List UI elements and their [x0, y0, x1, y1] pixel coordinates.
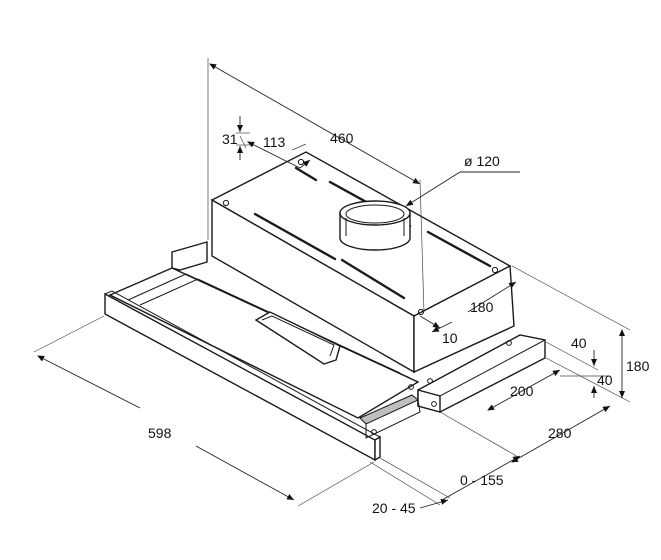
dim-10-label: 10 [442, 330, 458, 346]
dim-120-label: ø 120 [464, 153, 500, 169]
hood-body [104, 151, 546, 462]
top-slot-1 [253, 212, 337, 261]
dim-20-45-label: 20 - 45 [372, 500, 416, 516]
rail-screw-1 [371, 429, 377, 435]
dim-31-label: 31 [222, 131, 238, 147]
dim-40-top-label: 40 [571, 335, 587, 351]
rail-right-line [365, 399, 421, 439]
dim-180-depth-label: 180 [470, 299, 494, 315]
visor-front-end [374, 435, 381, 462]
top-slot-3 [340, 258, 406, 300]
screw-3 [491, 266, 499, 274]
dim-180-height-label: 180 [626, 358, 650, 374]
dim-460-label: 460 [330, 130, 354, 146]
screw-4 [417, 308, 425, 316]
dim-280-label: 280 [548, 425, 572, 441]
outlet-collar [339, 200, 411, 251]
dim-0-155-label: 0 - 155 [460, 472, 504, 488]
motor-box-right [413, 264, 515, 374]
rail-screw-3 [427, 378, 433, 384]
frame-left [171, 241, 208, 271]
screw-1 [222, 199, 230, 207]
visor-handle-inner [261, 315, 335, 357]
visor-top [108, 267, 420, 419]
dimension-labels: 460 113 31 ø 120 180 10 40 40 180 200 28… [148, 130, 650, 516]
dim-40-right-label: 40 [597, 372, 613, 388]
visor-handle [254, 311, 341, 365]
top-slot-4 [426, 230, 492, 268]
rail-screw-4 [431, 401, 437, 407]
dim-200-label: 200 [510, 383, 534, 399]
rail-screw-5 [506, 340, 512, 346]
dim-598-label: 598 [148, 425, 172, 441]
dimension-lines [33, 58, 631, 509]
dim-113-label: 113 [263, 134, 286, 150]
rail-screw-2 [408, 384, 414, 390]
visor-inner-left [127, 273, 187, 301]
